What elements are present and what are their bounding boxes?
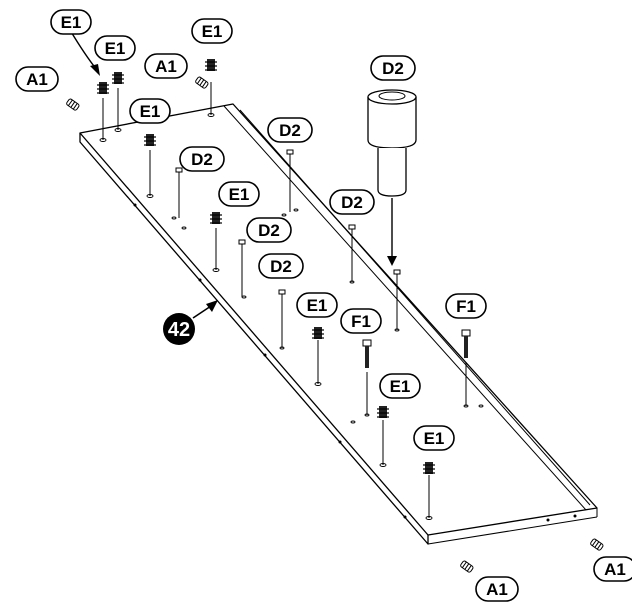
callout-d2: D2 (370, 55, 416, 81)
dowel-icon (195, 76, 209, 89)
callout-text: D2 (258, 221, 280, 240)
callout-e1: E1 (218, 181, 260, 207)
cam-bolt-icon (393, 269, 401, 302)
callout-f1: F1 (445, 293, 487, 319)
dowel-icon (590, 538, 604, 551)
cam-insert-icon (312, 327, 324, 339)
callout-text: E1 (424, 429, 445, 448)
callout-a1: A1 (15, 66, 59, 92)
cam-insert-icon (97, 82, 109, 94)
callout-text: A1 (155, 57, 177, 76)
callout-text: D2 (191, 150, 213, 169)
callout-e1: E1 (129, 98, 171, 124)
dowel-icon (66, 98, 80, 111)
cam-bolt-icon (238, 239, 246, 272)
callout-e1: E1 (94, 35, 136, 61)
cam-bolt-icon (278, 289, 286, 322)
callout-text: E1 (202, 22, 223, 41)
screw-icon (461, 329, 471, 358)
panel-number-badge: 42 (163, 313, 195, 345)
panel-number: 42 (168, 319, 190, 341)
screw-f1-icons (362, 329, 471, 368)
callout-text: F1 (456, 297, 476, 316)
callout-text: E1 (390, 377, 411, 396)
cam-insert-icon (210, 212, 222, 224)
cam-insert-icon (112, 72, 124, 84)
callout-e1: E1 (296, 292, 338, 318)
callout-text: E1 (105, 39, 126, 58)
callout-a1: A1 (593, 556, 632, 582)
cam-bolt-icon (175, 167, 183, 200)
cam-bolt-icon (348, 224, 356, 257)
panel-42 (79, 103, 598, 545)
callout-d2: D2 (258, 253, 304, 279)
callout-labels: E1 E1 A1 A1 E1 E1 D2 D2 (15, 9, 632, 602)
callout-d2: D2 (246, 217, 292, 243)
dowel-a1-icons (66, 76, 604, 573)
callout-text: F1 (351, 312, 371, 331)
callout-d2: D2 (267, 117, 313, 143)
cam-bolt-d2-icons (175, 149, 401, 322)
callout-text: A1 (486, 580, 508, 599)
callout-text: A1 (604, 560, 626, 579)
callout-text: A1 (26, 70, 48, 89)
callout-a1: A1 (144, 53, 188, 79)
callout-d2: D2 (179, 146, 225, 172)
screw-icon (362, 339, 372, 368)
panel-holes (99, 113, 484, 520)
callout-f1: F1 (340, 308, 382, 334)
callout-text: D2 (382, 59, 404, 78)
callout-d2: D2 (329, 189, 375, 215)
cam-insert-e1-icons (97, 59, 435, 474)
callout-text: D2 (279, 121, 301, 140)
callout-text: D2 (270, 257, 292, 276)
insertion-tool-icon (367, 89, 417, 266)
callout-text: E1 (307, 296, 328, 315)
callout-text: E1 (140, 102, 161, 121)
dowel-icon (460, 560, 474, 573)
callout-e1: E1 (413, 425, 455, 451)
cam-insert-icon (423, 462, 435, 474)
callout-e1: E1 (50, 9, 92, 35)
callout-text: D2 (341, 193, 363, 212)
callout-text: E1 (229, 185, 250, 204)
cam-insert-icon (205, 59, 217, 71)
callout-text: E1 (61, 13, 82, 32)
callout-e1: E1 (379, 373, 421, 399)
callout-e1: E1 (191, 18, 233, 44)
callout-a1: A1 (475, 576, 519, 602)
guide-lines (102, 82, 467, 518)
cam-insert-icon (144, 134, 156, 146)
cam-insert-icon (377, 406, 389, 418)
cam-bolt-icon (286, 149, 294, 182)
